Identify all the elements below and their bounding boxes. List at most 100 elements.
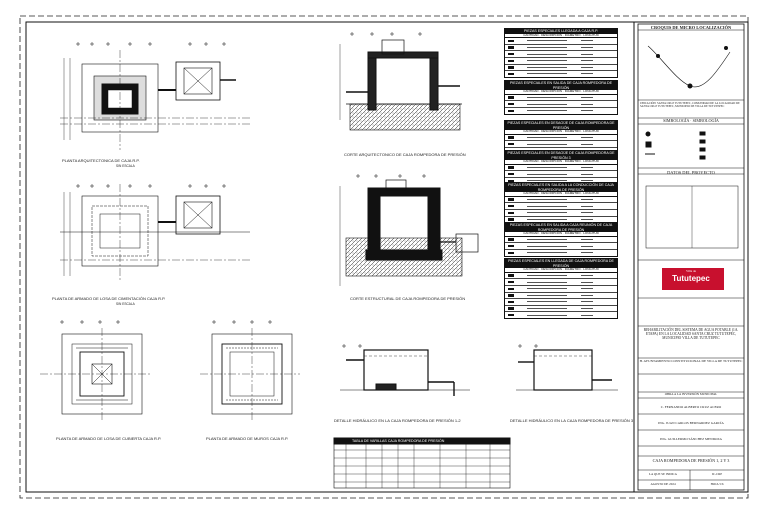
rebar-table-title: TABLA DE VARILLAS CAJA ROMPEDORA DE PRES… — [352, 438, 445, 443]
project-name: REHABILITACIÓN DEL SISTEMA DE AGUA POTAB… — [643, 328, 739, 341]
parts-table-header: CANTIDAD · DESCRIPCIÓN · DIÁMETRO · LONG… — [505, 90, 617, 95]
parts-table-title: PIEZAS ESPECIALES LLEGADA A CAJA R.P. — [505, 29, 617, 34]
part-symbol-icon — [508, 274, 514, 277]
caption-section-arch: CORTE ARQUITECTONICO DE CAJA ROMPEDORA D… — [344, 152, 466, 157]
table-row — [505, 71, 617, 77]
part-quantity-line — [581, 173, 593, 175]
part-quantity-line — [581, 238, 593, 240]
table-row — [505, 51, 617, 58]
part-quantity-line — [581, 180, 593, 182]
grid-marker-icon — [116, 320, 120, 324]
part-quantity-line — [581, 245, 593, 247]
part-quantity-line — [581, 281, 593, 283]
parts-table: PIEZAS ESPECIALES EN SALIDA A CAJA REUNI… — [504, 222, 618, 257]
plan-cover — [40, 328, 150, 420]
part-quantity-line — [581, 288, 593, 290]
table-row — [505, 101, 617, 108]
part-symbol-icon — [508, 204, 514, 208]
grid-marker-icon — [212, 320, 216, 324]
logo-text: Tututepec — [672, 274, 710, 283]
grid-marker-icon — [188, 184, 192, 188]
table-row — [505, 306, 617, 313]
part-symbol-icon — [508, 313, 514, 317]
grid-marker-icon — [358, 344, 362, 348]
part-quantity-line — [581, 314, 593, 316]
part-symbol-icon — [508, 39, 514, 43]
part-quantity-line — [581, 136, 593, 138]
grid-marker-icon — [106, 184, 110, 188]
part-symbol-icon — [508, 300, 514, 304]
part-description-line — [527, 205, 567, 207]
parts-table-header: CANTIDAD · DESCRIPCIÓN · DIÁMETRO · LONG… — [505, 192, 617, 197]
part-symbol-icon — [508, 218, 514, 221]
grid-marker-icon — [390, 32, 394, 36]
title-block-frame — [637, 23, 745, 491]
footer-key: IC-CRP — [711, 472, 723, 476]
table-row — [505, 273, 617, 280]
parts-table-title: PIEZAS ESPECIALES EN LLEGADA DE CAJA ROM… — [505, 259, 617, 269]
part-description-line — [527, 60, 567, 62]
signer-1: C. FERNANDO ALBERTO CRUZ ACERO — [660, 405, 722, 409]
grid-marker-icon — [370, 32, 374, 36]
parts-table: PIEZAS ESPECIALES EN SALIDA DE CAJA ROMP… — [504, 80, 618, 115]
parts-table-header: CANTIDAD · DESCRIPCIÓN · DIÁMETRO · LONG… — [505, 268, 617, 273]
grid-marker-icon — [98, 320, 102, 324]
title-block: CROQUIS DE MICRO LOCALIZACIÓN UBICACIÓN:… — [636, 22, 746, 490]
part-description-line — [527, 301, 567, 303]
parts-table-title: PIEZAS ESPECIALES EN DESAGÜE DE CAJA ROM… — [505, 121, 617, 131]
table-row — [505, 165, 617, 172]
grid-marker-icon — [60, 320, 64, 324]
grid-marker-icon — [204, 184, 208, 188]
grid-marker-icon — [128, 184, 132, 188]
inner-border — [25, 21, 749, 493]
part-description-line — [527, 136, 567, 138]
part-symbol-icon — [508, 136, 514, 139]
part-symbol-icon — [508, 109, 514, 112]
caption-scale-1: SIN ESCALA — [116, 164, 135, 168]
part-description-line — [527, 307, 567, 309]
part-description-line — [527, 53, 567, 55]
table-row — [505, 135, 617, 142]
grid-marker-icon — [80, 320, 84, 324]
parts-table-header: CANTIDAD · DESCRIPCIÓN · DIÁMETRO · LONG… — [505, 232, 617, 237]
part-symbol-icon — [508, 211, 514, 214]
part-symbol-icon — [508, 287, 514, 290]
grid-marker-icon — [350, 32, 354, 36]
signer-3: ING. GUILLERMO SÁNCHEZ MENDOZA — [660, 437, 722, 441]
grid-marker-icon — [148, 184, 152, 188]
part-symbol-icon — [508, 307, 514, 310]
part-description-line — [527, 110, 567, 112]
part-quantity-line — [581, 66, 593, 68]
part-symbol-icon — [508, 179, 514, 182]
grid-marker-icon — [90, 184, 94, 188]
part-description-line — [527, 245, 567, 247]
parts-table: PIEZAS ESPECIALES EN SALIDA A LA CONDUCC… — [504, 182, 618, 224]
table-row — [505, 197, 617, 204]
part-symbol-icon — [508, 66, 514, 69]
part-quantity-line — [581, 46, 593, 48]
table-row — [505, 250, 617, 256]
signer-2: ING. JUAN CARLOS BERNARDEZ GARCÍA — [658, 421, 724, 425]
part-symbol-icon — [508, 238, 514, 241]
part-quantity-line — [581, 96, 593, 98]
part-description-line — [527, 281, 567, 283]
part-description-line — [527, 103, 567, 105]
part-quantity-line — [581, 73, 593, 75]
part-symbol-icon — [508, 166, 514, 169]
part-description-line — [527, 252, 567, 254]
parts-table-title: PIEZAS ESPECIALES EN SALIDA A LA CONDUCC… — [505, 183, 617, 193]
grid-marker-icon — [222, 184, 226, 188]
caption-iso-a: DETALLE HIDRÁULICO EN LA CAJA ROMPEDORA … — [334, 418, 461, 423]
caption-iso-b: DETALLE HIDRÁULICO EN LA CAJA ROMPEDORA … — [510, 418, 634, 423]
caption-plan-cover: PLANTA DE ARMADO DE LOSA DE CUBIERTA CAJ… — [56, 436, 162, 441]
grid-marker-icon — [422, 174, 426, 178]
part-quantity-line — [581, 198, 593, 200]
part-symbol-icon — [508, 172, 514, 176]
table-row — [505, 45, 617, 52]
table-row — [505, 141, 617, 148]
grid-marker-icon — [418, 32, 422, 36]
part-quantity-line — [581, 40, 593, 42]
part-description-line — [527, 96, 567, 98]
part-description-line — [527, 198, 567, 200]
